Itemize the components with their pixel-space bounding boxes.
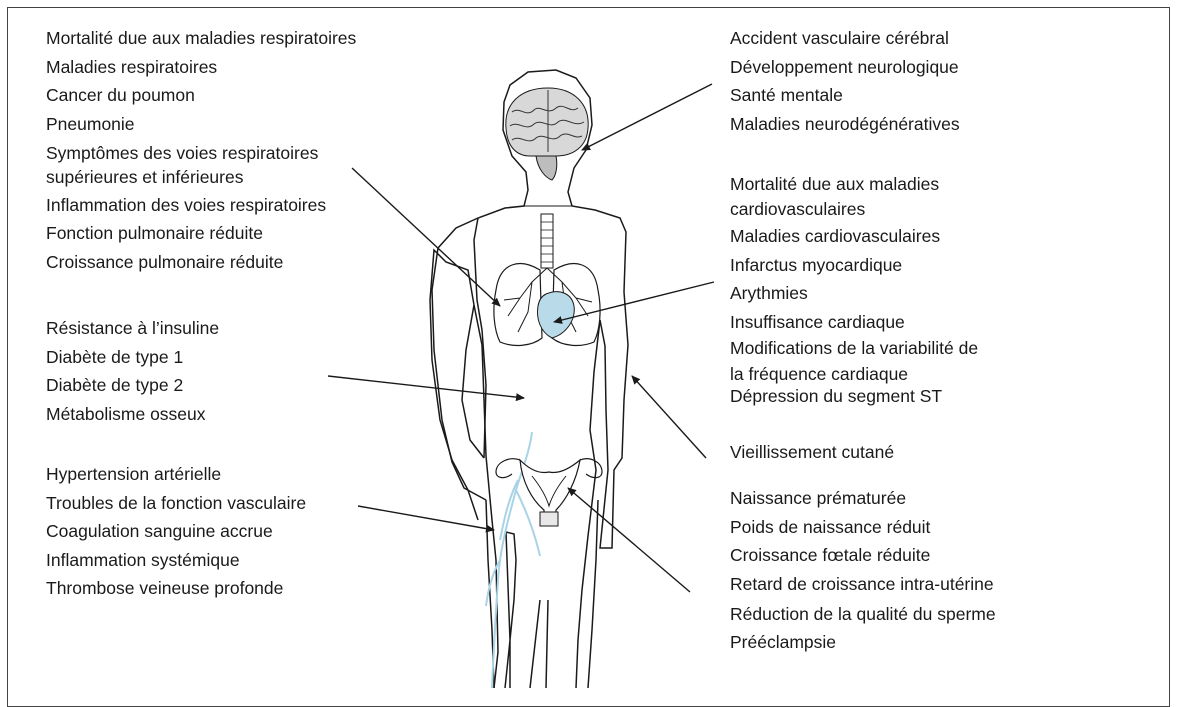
arrow-metabolic <box>328 376 524 398</box>
body-outline-leftarm <box>432 218 486 500</box>
arrow-vascular <box>358 506 494 530</box>
arrow-lungs <box>352 168 500 306</box>
arrow-brain <box>582 84 712 150</box>
human-body-figure <box>0 0 1178 688</box>
arrow-reproductive <box>568 488 690 592</box>
trachea <box>541 214 553 268</box>
arrow-skin <box>632 376 706 458</box>
